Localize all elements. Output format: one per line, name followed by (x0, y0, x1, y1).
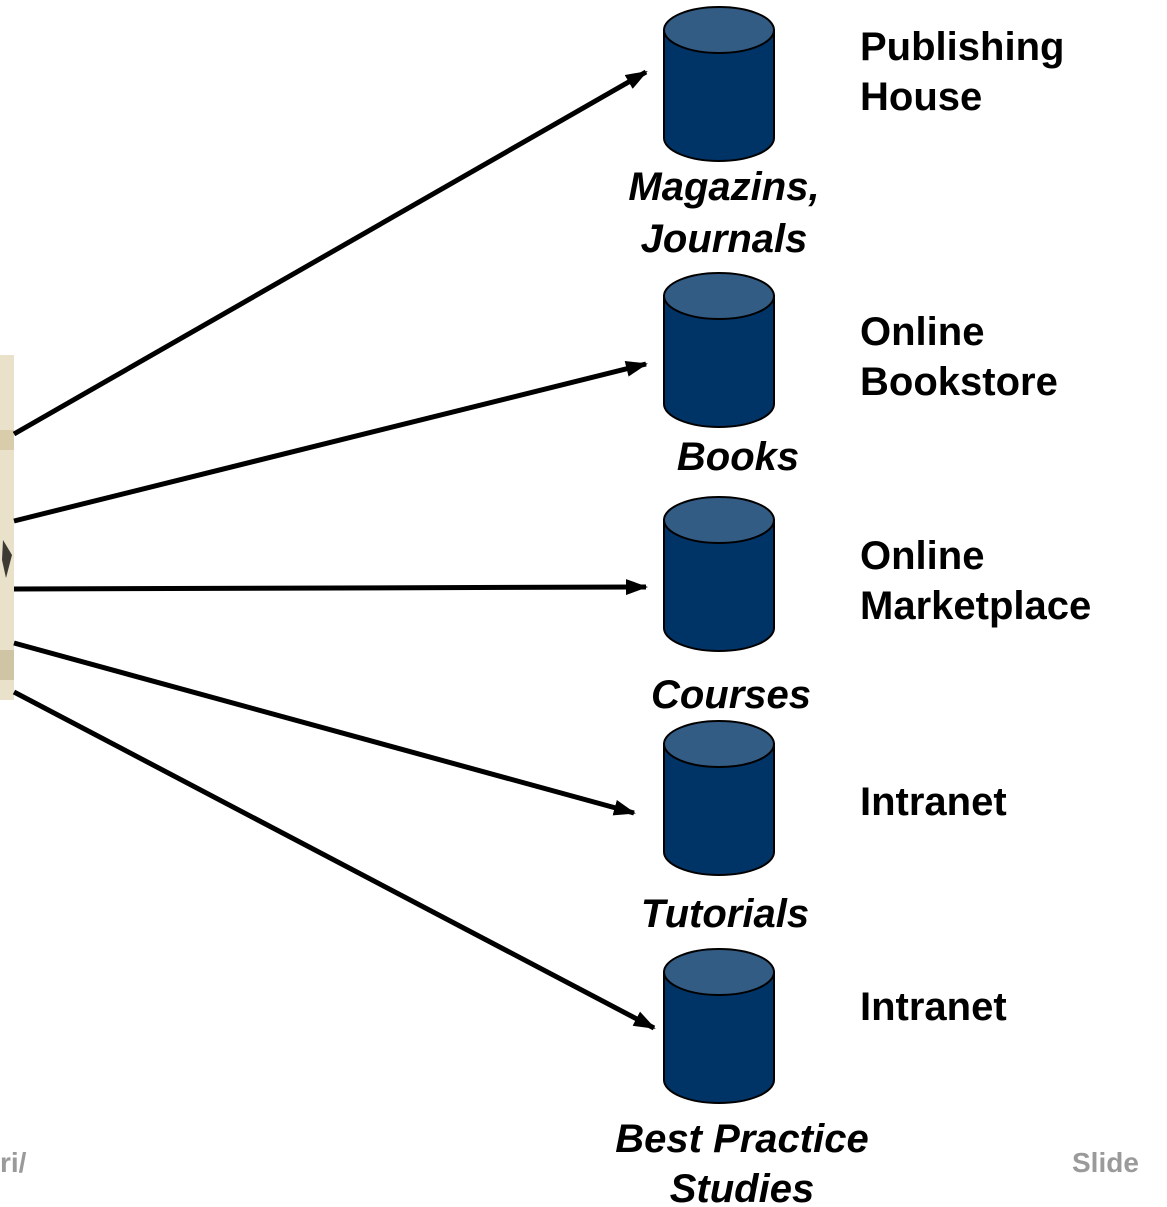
repository-courses: Courses Online Marketplace (651, 496, 1091, 717)
database-cylinder-icon (663, 720, 775, 876)
arrow-to-books (13, 361, 648, 524)
database-cylinder-icon (663, 6, 775, 162)
content-label-magazines: Magazins, (628, 165, 819, 209)
content-label-journals: Journals (641, 217, 808, 261)
content-label-best-practice: Best Practice (615, 1117, 868, 1161)
database-cylinder-icon (663, 948, 775, 1104)
arrow-to-tutorials (13, 640, 636, 816)
person-photo-fragment (0, 355, 14, 700)
database-cylinder-icon (663, 272, 775, 428)
repository-best-practice: Best Practice Studies Intranet (615, 948, 1007, 1207)
source-label-online: Online (860, 534, 984, 578)
content-label-courses: Courses (651, 673, 811, 717)
footer-slide-label: Slide (1072, 1147, 1139, 1178)
repository-books: Books Online Bookstore (663, 272, 1058, 479)
source-label-house: House (860, 75, 982, 119)
content-label-studies: Studies (670, 1167, 814, 1207)
database-cylinder-icon (663, 496, 775, 652)
source-label-online: Online (860, 310, 984, 354)
repository-tutorials: Tutorials Intranet (641, 720, 1007, 936)
source-label-bookstore: Bookstore (860, 360, 1058, 404)
content-label-tutorials: Tutorials (641, 892, 809, 936)
arrow-to-courses (13, 579, 648, 596)
arrow-to-best-practice (12, 689, 656, 1031)
source-label-intranet: Intranet (860, 780, 1007, 824)
footer-left-fragment: ri/ (0, 1147, 27, 1178)
content-label-books: Books (677, 435, 799, 479)
source-label-publishing: Publishing (860, 25, 1064, 69)
source-label-marketplace: Marketplace (860, 584, 1091, 628)
arrow-group (12, 69, 656, 1031)
repository-magazines: Magazins, Journals Publishing House (628, 6, 1064, 261)
source-label-intranet: Intranet (860, 985, 1007, 1029)
arrow-to-magazines (12, 69, 648, 437)
